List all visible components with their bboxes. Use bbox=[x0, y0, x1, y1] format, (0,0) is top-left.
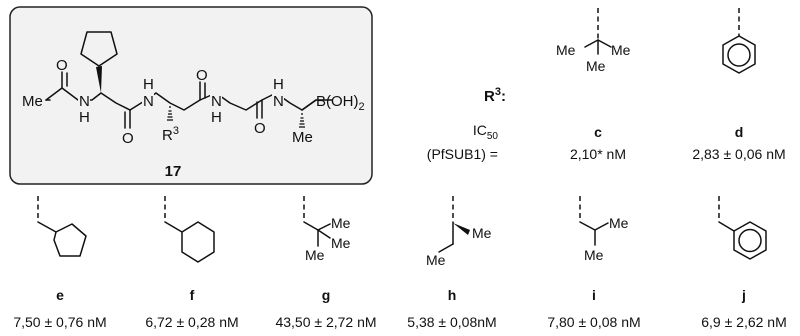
compound-17-structure: Me O N H O H N R3 O N H O H N Me B(OH)2 … bbox=[9, 6, 373, 185]
substituent-g-structure: Me Me Me bbox=[303, 196, 351, 263]
atom-me: Me bbox=[556, 42, 576, 58]
ic50-value-e: 7,50 ± 0,76 nM bbox=[13, 314, 106, 330]
atom-h3: H bbox=[211, 109, 222, 126]
compound-box bbox=[9, 6, 373, 185]
atom-me: Me bbox=[586, 58, 606, 74]
ic50-value-i: 7,80 ± 0,08 nM bbox=[547, 314, 640, 330]
atom-n2: N bbox=[143, 93, 154, 110]
atom-boronic-acid: B(OH)2 bbox=[316, 93, 365, 113]
atom-me: Me bbox=[472, 225, 492, 241]
atom-me: Me bbox=[426, 252, 446, 268]
atom-me-acetyl: Me bbox=[22, 93, 43, 110]
hashed-bond-me bbox=[299, 113, 305, 128]
substituent-d-structure bbox=[722, 8, 756, 74]
substituent-h-structure: Me Me bbox=[426, 196, 492, 268]
label-g: g bbox=[322, 287, 331, 303]
label-j: j bbox=[741, 287, 746, 303]
compound-number: 17 bbox=[165, 163, 182, 180]
substituent-j-structure bbox=[718, 196, 767, 260]
label-d: d bbox=[735, 124, 744, 140]
atom-o2: O bbox=[196, 67, 208, 84]
label-c: c bbox=[594, 124, 602, 140]
atom-n1: N bbox=[79, 93, 90, 110]
atom-me: Me bbox=[609, 215, 629, 231]
label-i: i bbox=[592, 287, 596, 303]
ic50-value-c: 2,10* nM bbox=[570, 146, 626, 162]
peptide-backbone bbox=[45, 87, 333, 111]
atom-h2: H bbox=[143, 76, 154, 93]
substituent-f-structure bbox=[164, 196, 215, 263]
ic50-value-d: 2,83 ± 0,06 nM bbox=[692, 146, 785, 162]
atom-me: Me bbox=[305, 247, 325, 263]
cyclopentyl-ring bbox=[80, 31, 118, 67]
substituent-e-structure bbox=[37, 196, 87, 257]
atom-me: Me bbox=[331, 235, 351, 251]
ic50-value-h: 5,38 ± 0,08nM bbox=[407, 314, 496, 330]
atom-me: Me bbox=[611, 42, 631, 58]
label-f: f bbox=[190, 287, 195, 303]
wedge-bond bbox=[96, 66, 102, 93]
ic50-label: IC50 bbox=[473, 122, 499, 142]
substituent-c-structure: Me Me Me bbox=[556, 8, 631, 74]
atom-n4: N bbox=[273, 93, 284, 110]
atom-n3: N bbox=[211, 93, 222, 110]
atom-me: Me bbox=[331, 215, 351, 231]
atom-r3: R3 bbox=[162, 125, 179, 144]
atom-o1: O bbox=[122, 130, 134, 147]
ic50-value-g: 43,50 ± 2,72 nM bbox=[275, 314, 376, 330]
atom-o3: O bbox=[254, 120, 266, 137]
label-h: h bbox=[448, 287, 457, 303]
atom-o-acetyl: O bbox=[56, 57, 68, 74]
ic50-value-f: 6,72 ± 0,28 nM bbox=[145, 314, 238, 330]
label-e: e bbox=[56, 287, 64, 303]
atom-h1: H bbox=[79, 109, 90, 126]
atom-h4: H bbox=[273, 76, 284, 93]
ic50-target-label: (PfSUB1) = bbox=[427, 146, 498, 162]
atom-me-boroala: Me bbox=[292, 129, 313, 146]
r3-label: R3: bbox=[484, 86, 506, 105]
hashed-bond-r3 bbox=[167, 106, 173, 121]
atom-me: Me bbox=[584, 247, 604, 263]
substituent-i-structure: Me Me bbox=[579, 196, 629, 263]
ic50-value-j: 6,9 ± 2,62 nM bbox=[701, 314, 787, 330]
